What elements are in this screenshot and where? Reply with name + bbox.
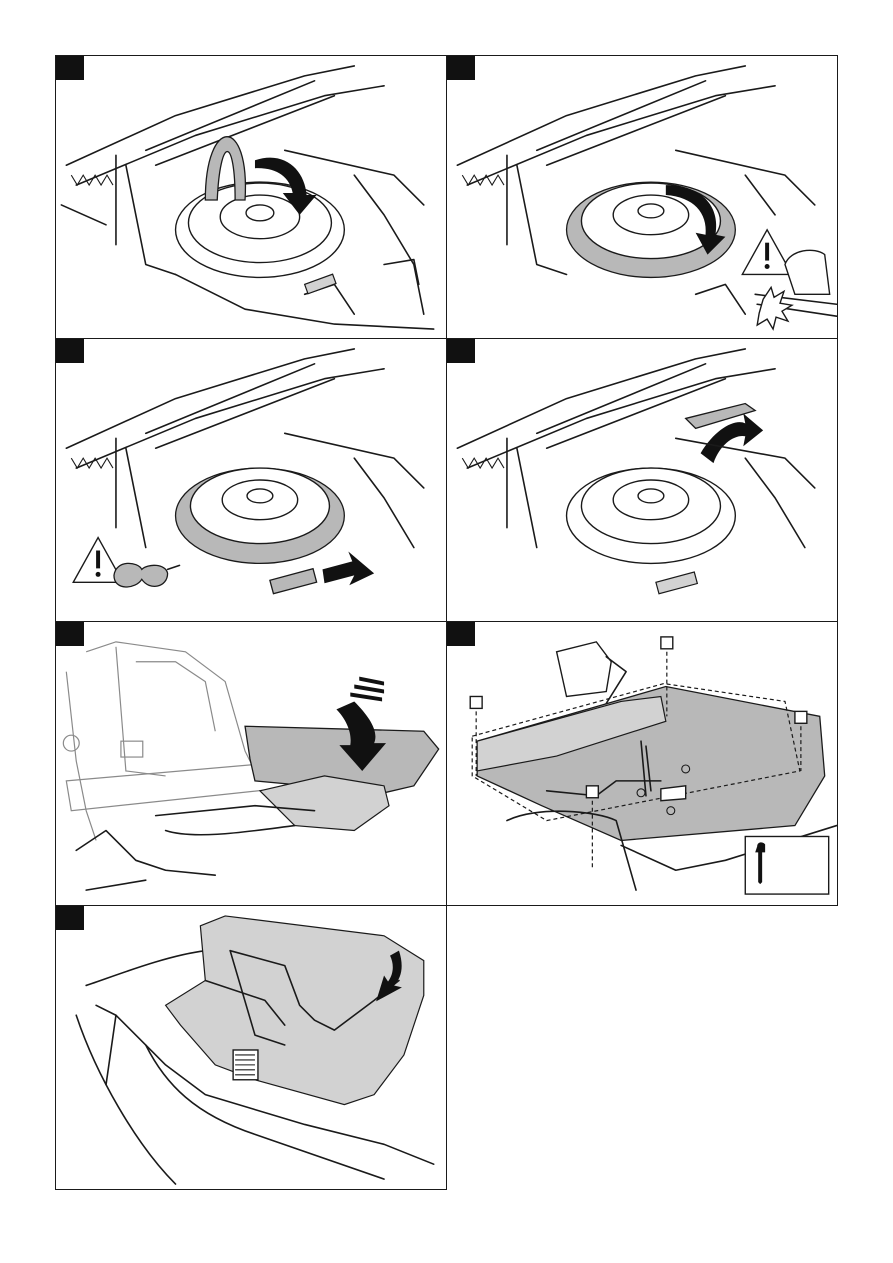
panel-7 bbox=[55, 905, 447, 1190]
panel-5 bbox=[55, 621, 447, 906]
warning-triangle-icon bbox=[742, 230, 792, 275]
wrench-icon bbox=[745, 836, 828, 894]
cover-plate-bolts-illustration bbox=[447, 622, 837, 905]
seat-lowering-illustration bbox=[56, 906, 446, 1189]
panel-6 bbox=[446, 621, 838, 906]
belt-routing-illustration bbox=[447, 339, 837, 621]
panel-4 bbox=[446, 338, 838, 622]
belt-rotation-illustration bbox=[447, 56, 837, 338]
panel-3 bbox=[55, 338, 447, 622]
panel-1 bbox=[55, 55, 447, 339]
cover-plate-illustration bbox=[56, 622, 446, 905]
belt-removal-illustration bbox=[56, 56, 446, 338]
belt-release-illustration bbox=[56, 339, 446, 621]
safety-glasses-icon bbox=[114, 563, 180, 587]
panel-2 bbox=[446, 55, 838, 339]
